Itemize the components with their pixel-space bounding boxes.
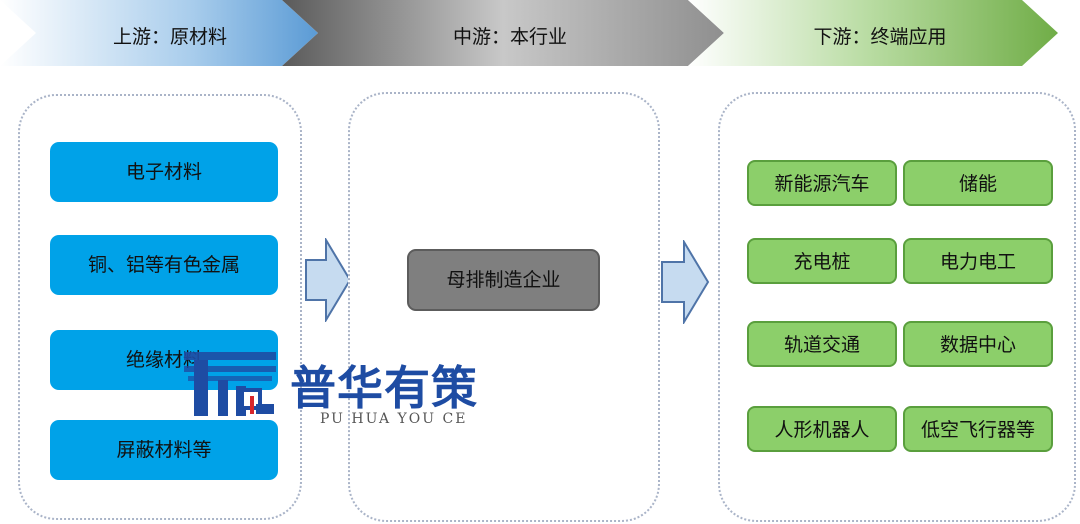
watermark-title: 普华有策 <box>290 361 478 415</box>
downstream-label: 下游：终端应用 <box>813 26 947 48</box>
downstream-panel <box>718 92 1076 522</box>
downstream-chevron <box>688 0 1058 66</box>
downstream-item-data-center: 数据中心 <box>903 321 1053 367</box>
flow-arrow-icon <box>661 240 710 324</box>
watermark-subtitle: PU HUA YOU CE <box>320 411 468 427</box>
watermark-logo-icon <box>184 352 276 416</box>
downstream-item-power-electrical: 电力电工 <box>903 238 1053 284</box>
upstream-item-shielding: 屏蔽材料等 <box>50 420 278 480</box>
downstream-item-humanoid-robot: 人形机器人 <box>747 406 897 452</box>
stage-banner <box>0 0 1058 66</box>
downstream-item-energy-storage: 储能 <box>903 160 1053 206</box>
upstream-item-copper-aluminum: 铜、铝等有色金属 <box>50 235 278 295</box>
midstream-item-busbar-manufacturer: 母排制造企业 <box>407 249 600 311</box>
midstream-label: 中游：本行业 <box>452 26 567 48</box>
downstream-item-charging-pile: 充电桩 <box>747 238 897 284</box>
downstream-item-rail-transit: 轨道交通 <box>747 321 897 367</box>
upstream-item-electronic-materials: 电子材料 <box>50 142 278 202</box>
downstream-item-nev: 新能源汽车 <box>747 160 897 206</box>
upstream-chevron <box>0 0 318 66</box>
midstream-chevron <box>282 0 724 66</box>
flow-arrow-icon <box>305 238 352 322</box>
downstream-item-low-altitude-aircraft: 低空飞行器等 <box>903 406 1053 452</box>
upstream-label: 上游：原材料 <box>112 26 227 48</box>
